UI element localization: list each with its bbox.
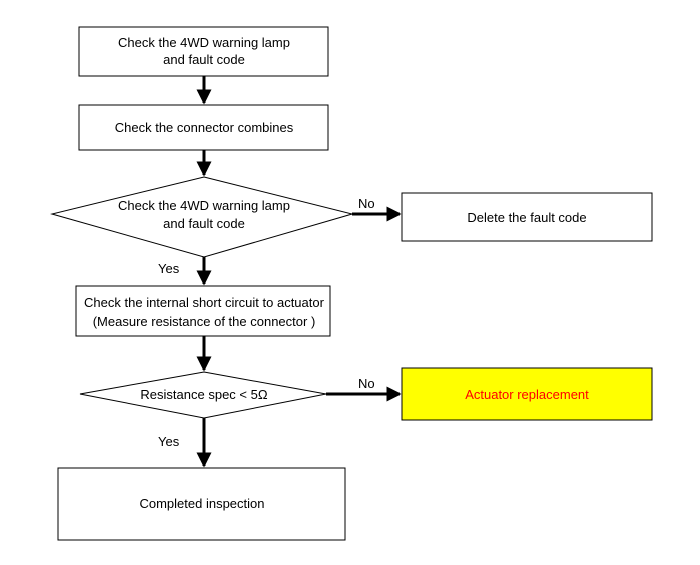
step2-line1: Check the connector combines — [115, 120, 294, 135]
step1-line2: and fault code — [163, 52, 245, 67]
delete-code-line1: Delete the fault code — [467, 210, 586, 225]
process-box-delete-fault-code: Delete the fault code — [401, 192, 653, 242]
process-box-completed-inspection: Completed inspection — [57, 467, 346, 541]
edge-label-decision1-yes: Yes — [158, 261, 180, 276]
decision-resistance-spec: Resistance spec < 5Ω — [79, 371, 327, 419]
process-box-check-warning-lamp: Check the 4WD warning lamp and fault cod… — [78, 26, 329, 77]
step3-line2: (Measure resistance of the connector ) — [93, 314, 316, 329]
edge-label-decision2-no: No — [358, 376, 375, 391]
edge-label-decision1-no: No — [358, 196, 375, 211]
decision-check-warning-lamp: Check the 4WD warning lamp and fault cod… — [50, 176, 354, 258]
process-box-check-short-circuit: Check the internal short circuit to actu… — [75, 285, 331, 337]
edge-label-decision2-yes: Yes — [158, 434, 180, 449]
process-box-actuator-replacement: Actuator replacement — [401, 367, 653, 421]
step3-line1: Check the internal short circuit to actu… — [84, 295, 325, 310]
process-box-check-connector: Check the connector combines — [78, 104, 329, 151]
decision1-line1: Check the 4WD warning lamp — [118, 198, 290, 213]
decision2-line1: Resistance spec < 5Ω — [140, 387, 267, 402]
decision1-line2: and fault code — [163, 216, 245, 231]
complete-line1: Completed inspection — [139, 496, 264, 511]
replacement-line1: Actuator replacement — [465, 387, 589, 402]
step1-line1: Check the 4WD warning lamp — [118, 35, 290, 50]
